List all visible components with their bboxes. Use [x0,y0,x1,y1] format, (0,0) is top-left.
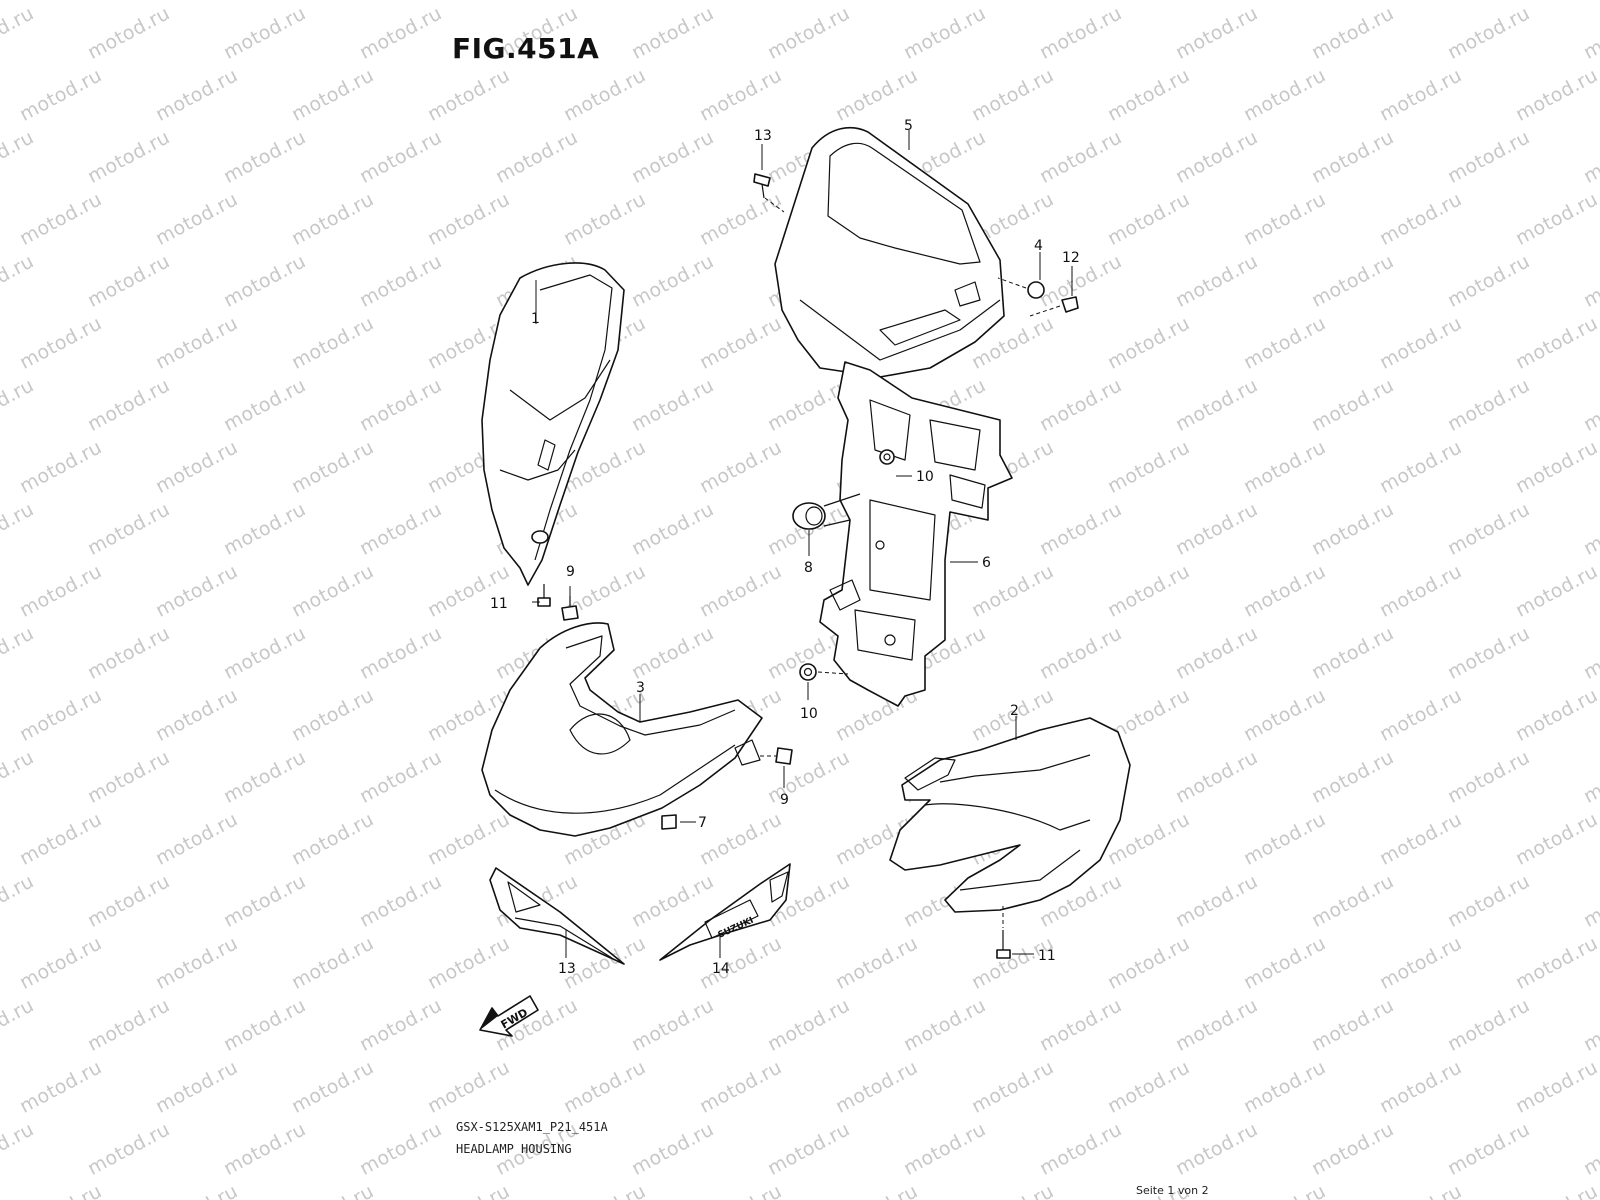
callout-13-bottom: 13 [558,961,576,977]
screw-13-top[interactable] [753,173,785,213]
callout-7: 7 [698,815,707,831]
diagram-name: HEADLAMP HOUSING [456,1142,572,1156]
callout-8: 8 [804,560,813,576]
callout-12: 12 [1062,250,1080,266]
part-1-headlamp-lens[interactable] [481,262,625,586]
callout-14: 14 [712,961,730,977]
part-5-upper-cover[interactable] [774,126,1005,378]
callout-4: 4 [1034,238,1043,254]
clip-9-lower[interactable] [760,747,793,765]
callout-13-top: 13 [754,128,772,144]
fwd-arrow: FWD [479,995,539,1037]
callout-3: 3 [636,680,645,696]
callout-11-right: 11 [1038,948,1056,964]
callout-labels: 1 2 3 4 5 6 7 8 9 9 10 10 11 11 12 13 13… [490,118,1080,977]
callout-5: 5 [904,118,913,134]
nut-12[interactable] [1029,296,1079,317]
bolt-10-top[interactable] [879,449,895,465]
clip-9-upper[interactable] [561,596,579,621]
callout-10-bottom: 10 [800,706,818,722]
callout-11-left: 11 [490,596,508,612]
part-8-grommet[interactable] [792,493,861,530]
part-13-left-decal[interactable] [489,867,625,965]
part-3-front-cowl[interactable] [481,622,763,837]
bolt-4[interactable] [997,277,1045,299]
figure-title: FIG.451A [452,32,600,65]
page-indicator: Seite 1 von 2 [1136,1184,1209,1197]
bolt-10-bottom[interactable] [799,663,849,681]
callout-9-upper: 9 [566,564,575,580]
part-14-right-decal[interactable]: SUZUKI [659,863,791,961]
part-2-side-panel[interactable] [889,717,1131,913]
callout-6: 6 [982,555,991,571]
callout-9-lower: 9 [780,792,789,808]
nut-7[interactable] [661,814,677,830]
leader-lines [532,130,1073,958]
screw-11-right[interactable] [996,906,1011,959]
screw-11-left[interactable] [537,584,551,607]
callout-10-top: 10 [916,469,934,485]
diagram-code: GSX-S125XAM1_P21_451A [456,1120,608,1134]
callout-2: 2 [1010,703,1019,719]
callout-1: 1 [531,311,540,327]
part-6-bracket[interactable] [819,361,1013,707]
